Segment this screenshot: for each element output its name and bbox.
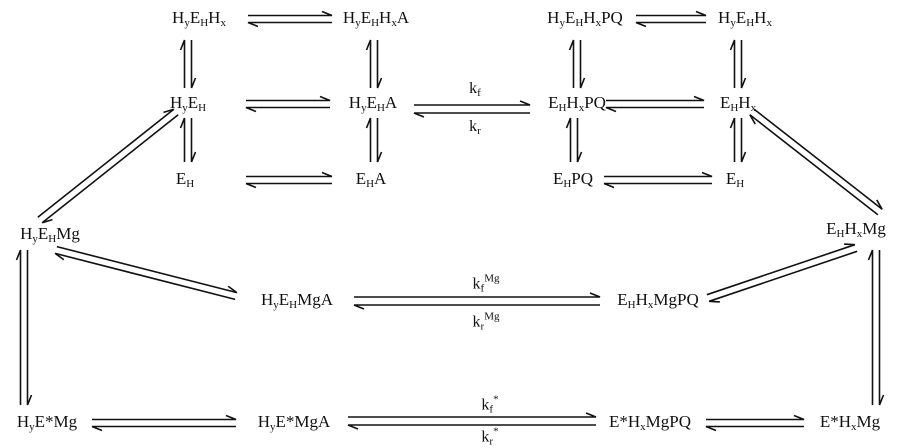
species-hyeha: HyEHA: [348, 93, 398, 114]
species-eha: EHA: [355, 169, 387, 190]
species-hyehhxpq: HyEHHxPQ: [547, 8, 623, 29]
eq-arrow-v12-a: [179, 39, 197, 89]
species-hyestarmg: HyE*Mg: [16, 412, 78, 433]
species-hyestarmga: HyE*MgA: [257, 412, 331, 433]
species-estarhxmg: E*HxMg: [819, 412, 881, 433]
eq-arrow-r1-b: [635, 10, 707, 28]
eq-arrow-diag-right: [749, 108, 883, 216]
species-hyehhx-top-right: HyEHHx: [718, 8, 772, 29]
eq-arrow-bot-c: [705, 414, 805, 432]
eq-arrow-v12-b: [365, 39, 383, 89]
eq-arrow-v23-a: [179, 117, 197, 163]
eq-arrow-r2-a: [245, 95, 331, 113]
rate-kr-star: kr*: [481, 425, 499, 448]
species-eh-left: EH: [175, 169, 195, 190]
eq-arrow-bot-a: [91, 414, 237, 432]
species-hyehhx-top-left: HyEHHx: [172, 8, 226, 29]
species-ehhxmg: EHHxMg: [826, 219, 886, 240]
eq-arrow-r2-b: [413, 100, 531, 118]
eq-arrow-mg-right: [706, 243, 858, 303]
eq-arrow-diag-left: [37, 108, 179, 224]
species-hyehmg: HyEHMg: [20, 224, 80, 245]
species-eh-right: EH: [725, 169, 745, 190]
species-hyehmga: HyEHMgA: [260, 290, 334, 311]
eq-arrow-bot-b: [347, 412, 597, 430]
eq-arrow-v-right: [867, 249, 885, 406]
species-ehpq: EHPQ: [552, 169, 594, 190]
rate-kf-mg: kfMg: [472, 272, 500, 295]
species-hyehhxa: HyEHHxA: [342, 8, 410, 29]
eq-arrow-v23-d: [729, 117, 747, 163]
eq-arrow-v12-d: [729, 39, 747, 89]
species-ehhx: EHHx: [719, 93, 757, 114]
rate-kr: kr: [469, 118, 481, 137]
eq-arrow-v12-c: [568, 39, 586, 89]
eq-arrow-r3-b: [603, 171, 713, 189]
species-estarhxmgpq: E*HxMgPQ: [608, 412, 692, 433]
eq-arrow-v23-b: [365, 117, 383, 163]
eq-arrow-r3-a: [245, 171, 333, 189]
eq-arrow-r1-a: [247, 10, 333, 28]
species-ehhxpq: EHHxPQ: [548, 93, 606, 114]
rate-kf-star: kf*: [481, 393, 499, 416]
rate-kf: kf: [469, 80, 481, 99]
rate-kr-mg: krMg: [472, 310, 500, 333]
eq-arrow-v23-c: [565, 117, 583, 163]
eq-arrow-mg-left: [54, 245, 238, 301]
eq-arrow-v-left: [15, 249, 33, 406]
species-hyeh: HyEH: [169, 93, 207, 114]
eq-arrow-r2-c: [605, 95, 705, 113]
eq-arrow-mg-mid: [353, 292, 601, 310]
species-ehhxmgpq: EHHxMgPQ: [617, 290, 699, 311]
